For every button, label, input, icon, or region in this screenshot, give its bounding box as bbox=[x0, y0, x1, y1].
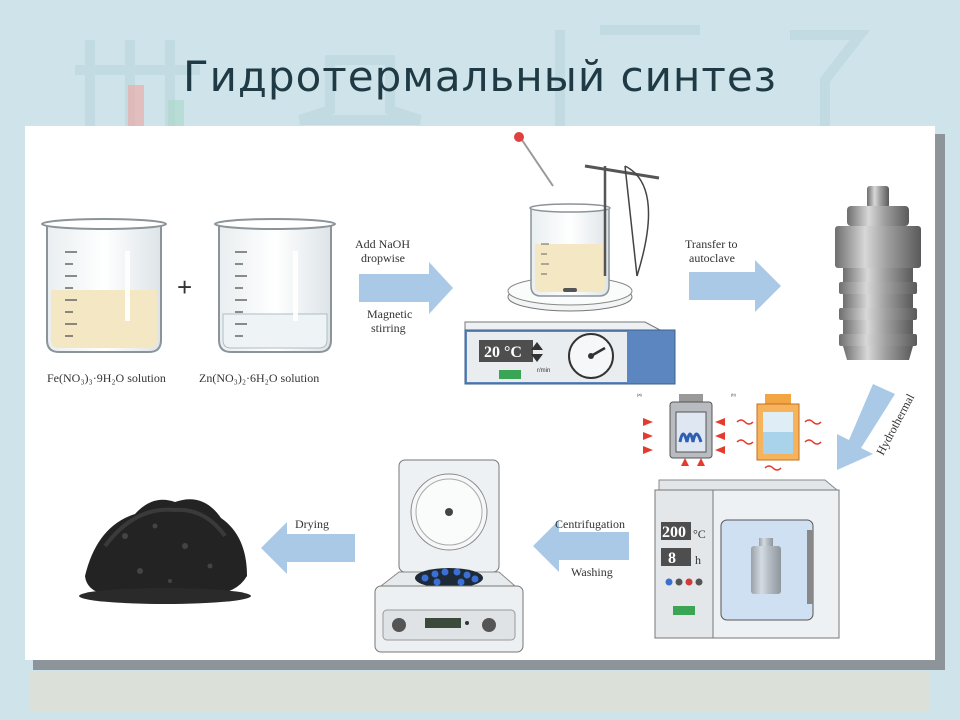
stirrer-unit-label: r/min bbox=[537, 368, 550, 374]
stand-and-dropper bbox=[514, 132, 660, 277]
arrow4-label-top: Centrifugation bbox=[555, 517, 625, 531]
oven-time-readout: 8 bbox=[668, 550, 676, 567]
oven-temp-unit: °C bbox=[693, 527, 706, 541]
heating-inset-b: (b) bbox=[731, 392, 822, 471]
hydrothermal-oven: 200 °C 8 h bbox=[654, 479, 840, 639]
arrow2-label-line1: Transfer to bbox=[685, 237, 738, 251]
arrow1-label-line4: stirring bbox=[371, 321, 406, 335]
beaker-zn-nitrate-label: Zn(NO₃)₂·6H₂O solution bbox=[199, 371, 319, 385]
autoclave bbox=[835, 186, 921, 360]
oven-temp-readout: 200 bbox=[662, 524, 686, 541]
plus-sign: + bbox=[177, 272, 192, 302]
stirrer-beaker bbox=[529, 203, 611, 297]
beaker-fe-nitrate-label: Fe(NO₃)₃·9H₂O solution bbox=[47, 371, 166, 385]
arrow-transfer bbox=[689, 260, 781, 312]
inset-a-tag: (a) bbox=[637, 392, 643, 397]
arrow1-label-line1: Add NaOH bbox=[355, 237, 410, 251]
arrow-add-naoh bbox=[359, 262, 453, 314]
synthesis-diagram-panel: Fe(NO₃)₃·9H₂O solution + Zn(NO₃)₂·6H₂O s… bbox=[25, 126, 935, 660]
arrow1-label-line3: Magnetic bbox=[367, 307, 412, 321]
arrow2-label-line2: autoclave bbox=[689, 251, 735, 265]
heating-inset-a: (a) bbox=[637, 392, 725, 466]
arrow5-label: Drying bbox=[295, 517, 329, 531]
arrow4-label-bottom: Washing bbox=[571, 565, 613, 579]
inset-b-tag: (b) bbox=[731, 392, 737, 397]
oven-time-unit: h bbox=[695, 553, 701, 567]
page-title: Гидротермальный синтез bbox=[182, 52, 778, 101]
dried-powder-product bbox=[79, 499, 251, 604]
arrow-centrifugation bbox=[533, 520, 629, 572]
beaker-fe-nitrate bbox=[41, 218, 167, 353]
arrow1-label-line2: dropwise bbox=[361, 251, 405, 265]
centrifuge bbox=[374, 459, 524, 653]
arrow-drying bbox=[261, 522, 355, 574]
stirrer-temp-readout: 20 °C bbox=[484, 344, 522, 361]
beaker-zn-nitrate bbox=[214, 218, 336, 353]
arrow-hydrothermal bbox=[837, 384, 895, 470]
